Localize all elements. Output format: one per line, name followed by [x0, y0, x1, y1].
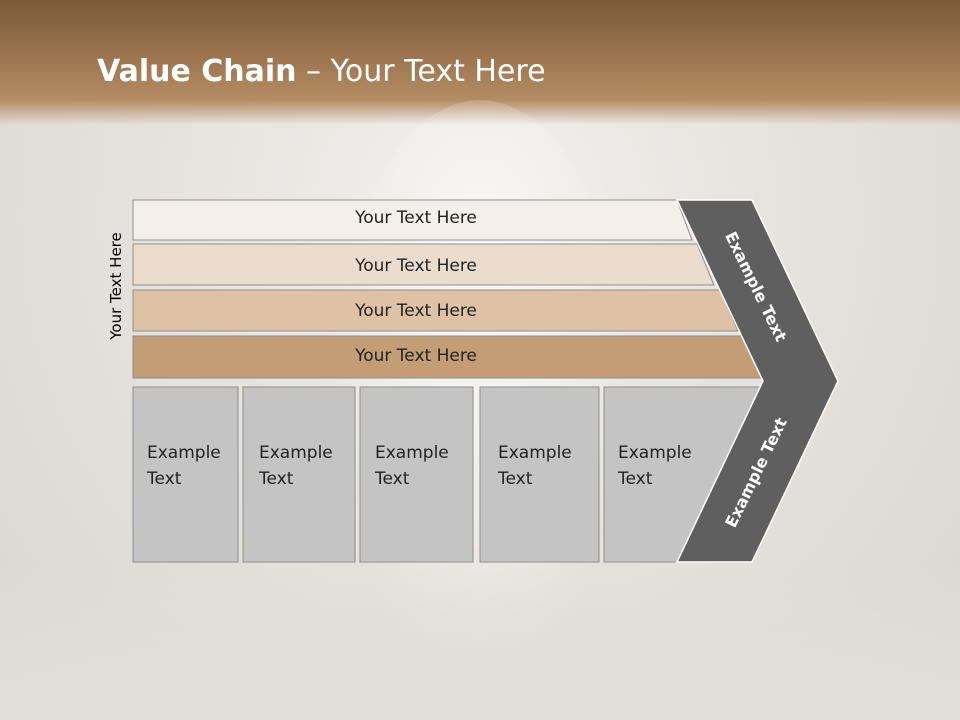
title-rest: – Your Text Here — [296, 54, 546, 89]
reflection-fade — [0, 565, 960, 720]
title-bold: Value Chain — [97, 54, 297, 89]
box-label-5: Example Text — [618, 440, 692, 492]
box-label-1-line2: Text — [147, 469, 182, 489]
row-shape-1 — [132, 199, 693, 241]
row-label-2: Your Text Here — [355, 256, 477, 276]
box-label-3: Example Text — [375, 440, 449, 492]
box-shape-4 — [479, 386, 600, 563]
box-label-5-line1: Example — [618, 443, 692, 463]
box-label-3-line2: Text — [375, 469, 410, 489]
box-label-5-line2: Text — [618, 469, 653, 489]
row-label-1: Your Text Here — [355, 208, 477, 228]
box-label-2-line2: Text — [259, 469, 294, 489]
box-label-4: Example Text — [498, 440, 572, 492]
box-shape-1 — [132, 386, 239, 563]
box-shape-3 — [359, 386, 474, 563]
row-label-3: Your Text Here — [355, 301, 477, 321]
row-shape-2 — [132, 243, 715, 286]
box-label-2: Example Text — [259, 440, 333, 492]
row-label-4: Your Text Here — [355, 346, 477, 366]
row-shape-3 — [132, 289, 739, 332]
slide-title: Value Chain – Your Text Here — [97, 54, 546, 89]
box-label-4-line1: Example — [498, 443, 572, 463]
box-label-3-line1: Example — [375, 443, 449, 463]
chevron-shape — [675, 199, 839, 563]
box-label-1-line1: Example — [147, 443, 221, 463]
box-label-2-line1: Example — [259, 443, 333, 463]
box-label-1: Example Text — [147, 440, 221, 492]
box-shape-2 — [242, 386, 356, 563]
box-label-4-line2: Text — [498, 469, 533, 489]
